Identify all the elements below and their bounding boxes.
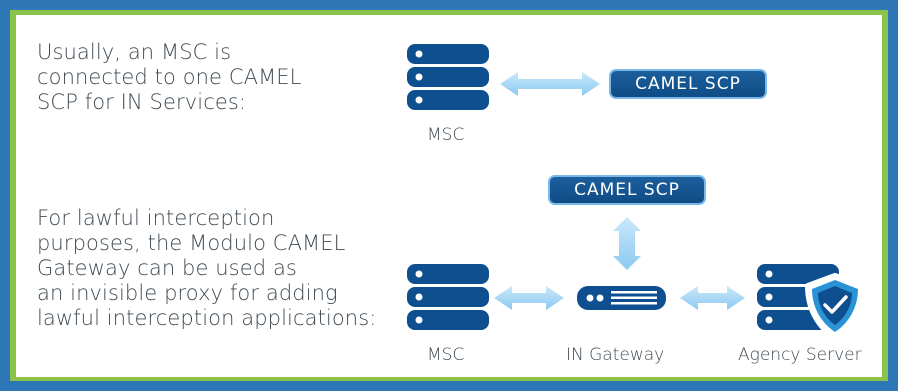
intro-line: SCP for IN Services: (37, 90, 247, 114)
camel-scp-bottom-box: CAMEL SCP (548, 175, 706, 205)
camel-scp-top-box: CAMEL SCP (609, 69, 767, 99)
server-icon-msc-bottom (407, 264, 489, 330)
intro-line: connected to one CAMEL (37, 65, 302, 89)
lawful-line: purposes, the Modulo CAMEL (37, 231, 346, 255)
double-arrow-icon (494, 286, 564, 310)
intro-text: Usually, an MSC is connected to one CAME… (37, 40, 301, 115)
double-arrow-icon (613, 217, 641, 270)
server-icon-msc-top (407, 44, 489, 110)
msc-top-label: MSC (427, 125, 465, 145)
lawful-line: lawful interception applications: (37, 306, 377, 330)
gateway-device-icon (577, 286, 666, 310)
in-gateway-label: IN Gateway (566, 345, 665, 365)
lawful-line: Gateway can be used as (37, 256, 297, 280)
intro-line: Usually, an MSC is (37, 40, 232, 64)
lawful-line: For lawful interception (37, 206, 275, 230)
lawful-line: an invisible proxy for adding (37, 281, 338, 305)
agency-server-label: Agency Server (738, 345, 862, 365)
shield-check-icon (805, 273, 865, 340)
lawful-interception-text: For lawful interception purposes, the Mo… (37, 206, 376, 331)
msc-bottom-label: MSC (427, 345, 465, 365)
double-arrow-icon (680, 286, 745, 310)
double-arrow-icon (500, 72, 600, 96)
